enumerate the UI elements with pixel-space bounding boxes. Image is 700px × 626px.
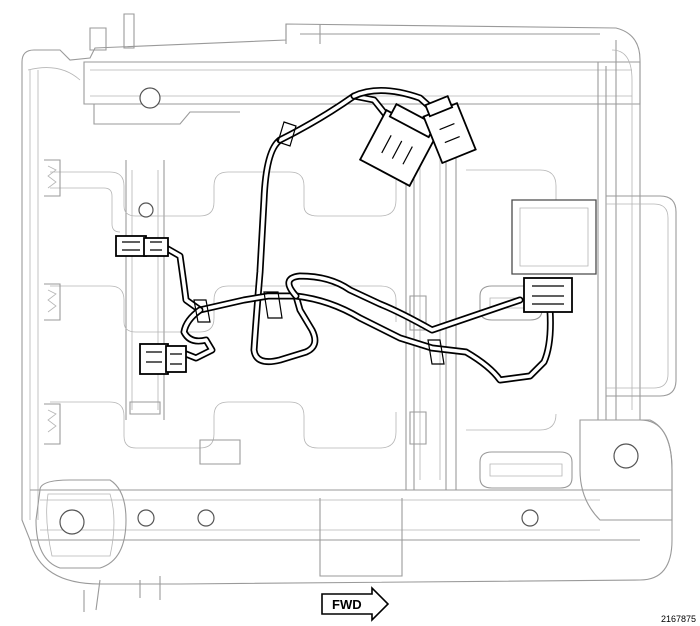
- connector-top-right: [422, 94, 477, 165]
- fwd-label: FWD: [332, 597, 362, 612]
- connector-lower-left: [139, 343, 187, 375]
- connector-module: [523, 277, 573, 313]
- connector-top-center: [358, 102, 438, 188]
- bolt-upper-left: [138, 202, 154, 218]
- seat-frame: [21, 13, 677, 612]
- wiring-harness: [162, 86, 554, 384]
- pivot-right: [613, 443, 639, 469]
- frame-bolts: [59, 87, 639, 535]
- connector-upper-left: [115, 235, 169, 257]
- figure-number: 2167875: [661, 614, 696, 624]
- bolt-bottom-right: [521, 509, 539, 527]
- bolt-bottom-left: [137, 509, 155, 527]
- forward-direction-arrow: FWD: [321, 586, 390, 622]
- pivot-left: [59, 509, 85, 535]
- bolt-top: [139, 87, 161, 109]
- connectors: [115, 94, 573, 375]
- bolt-bottom-center: [197, 509, 215, 527]
